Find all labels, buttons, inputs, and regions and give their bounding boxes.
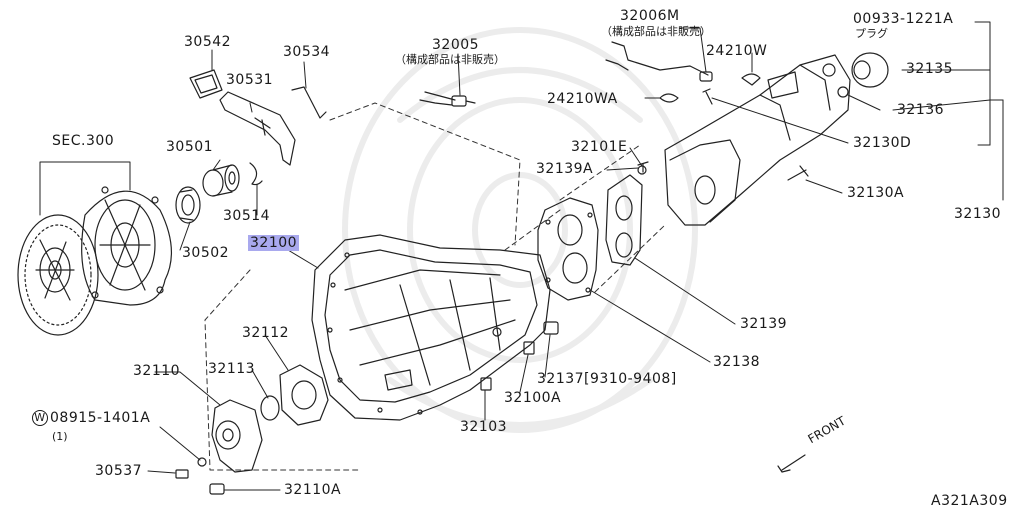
release-bearing <box>175 186 201 224</box>
bolt-32130A <box>787 165 809 181</box>
clip-24210WA <box>659 93 679 103</box>
part-label-32137: 32137[9310-9408] <box>537 371 677 387</box>
lever-spring <box>291 86 327 119</box>
part-label-32005: 32005 <box>432 37 480 53</box>
bearing-sleeve <box>202 164 240 197</box>
part-label-32135: 32135 <box>906 61 954 77</box>
part-label-30534: 30534 <box>283 44 331 60</box>
front-arrow <box>777 454 806 473</box>
part-label-32139: 32139 <box>740 316 788 332</box>
washer-08915 <box>197 457 207 467</box>
clip-24210W <box>741 73 761 86</box>
part-note-32005: （構成部品は非販売） <box>395 53 505 66</box>
transmission-case <box>311 234 551 421</box>
bolt-30537 <box>175 469 189 479</box>
part-label-32138: 32138 <box>713 354 761 370</box>
part-label-32112: 32112 <box>242 325 290 341</box>
watermark-emblem <box>342 27 698 433</box>
bolt-32101E <box>637 165 647 175</box>
part-label-30501: 30501 <box>166 139 214 155</box>
clutch-disc <box>17 214 99 336</box>
speed-sensor-harness <box>605 41 713 82</box>
part-label-32100A: 32100A <box>504 390 562 406</box>
part-label-30531: 30531 <box>226 72 274 88</box>
adapter-plate <box>537 197 599 301</box>
part-label-32100-highlighted[interactable]: 32100 <box>248 235 300 251</box>
part-label-32101E: 32101E <box>571 139 628 155</box>
part-label-30537: 30537 <box>95 463 143 479</box>
withdrawal-lever <box>219 91 296 166</box>
retainer-clip <box>249 162 263 186</box>
part-label-32113: 32113 <box>208 361 256 377</box>
bolt-32139A <box>637 161 649 173</box>
rear-extension-housing <box>664 54 851 226</box>
position-switch <box>419 91 476 107</box>
plug-00933 <box>822 63 836 77</box>
part-label-32110: 32110 <box>133 363 181 379</box>
part-label-24210WA: 24210WA <box>547 91 618 107</box>
part-number-08915: 08915-1401A <box>50 410 151 426</box>
part-label-32130A: 32130A <box>847 185 905 201</box>
front-cover <box>211 399 263 473</box>
cover-gasket-32112 <box>279 364 329 426</box>
w-symbol-icon: W <box>32 410 48 426</box>
part-label-30542: 30542 <box>184 34 232 50</box>
oil-seal-32113 <box>260 395 280 421</box>
part-quantity-08915: (1) <box>52 430 68 443</box>
part-label-30514: 30514 <box>223 208 271 224</box>
part-label-24210W: 24210W <box>706 43 768 59</box>
bushing-32135 <box>851 52 889 88</box>
section-label-sec300: SEC.300 <box>52 133 115 149</box>
bolt-32130D <box>702 88 713 105</box>
part-label-32136: 32136 <box>897 102 945 118</box>
adapter-gasket <box>605 174 643 266</box>
part-label-30502: 30502 <box>182 245 230 261</box>
part-label-32130: 32130 <box>954 206 1002 222</box>
part-note-32006M: （構成部品は非販売） <box>601 25 711 38</box>
part-label-00933: 00933-1221A <box>853 11 954 27</box>
bolt-32110A <box>209 483 225 495</box>
part-label-32103: 32103 <box>460 419 508 435</box>
leader-lines <box>39 21 1004 491</box>
switch-32137 <box>543 321 559 335</box>
part-label-32110A: 32110A <box>284 482 342 498</box>
plug-32100A <box>523 341 535 355</box>
pressure-plate <box>81 186 173 306</box>
seal-32136 <box>837 86 849 98</box>
pivot-pad <box>189 69 223 99</box>
plug-32103 <box>480 377 492 391</box>
part-note-00933: プラグ <box>855 27 888 40</box>
diagram-reference-code: A321A309 <box>931 493 1008 509</box>
part-label-32006M: 32006M <box>620 8 680 24</box>
part-label-32139A: 32139A <box>536 161 594 177</box>
part-label-32130D: 32130D <box>853 135 912 151</box>
assembly-guide-lines <box>204 102 666 471</box>
